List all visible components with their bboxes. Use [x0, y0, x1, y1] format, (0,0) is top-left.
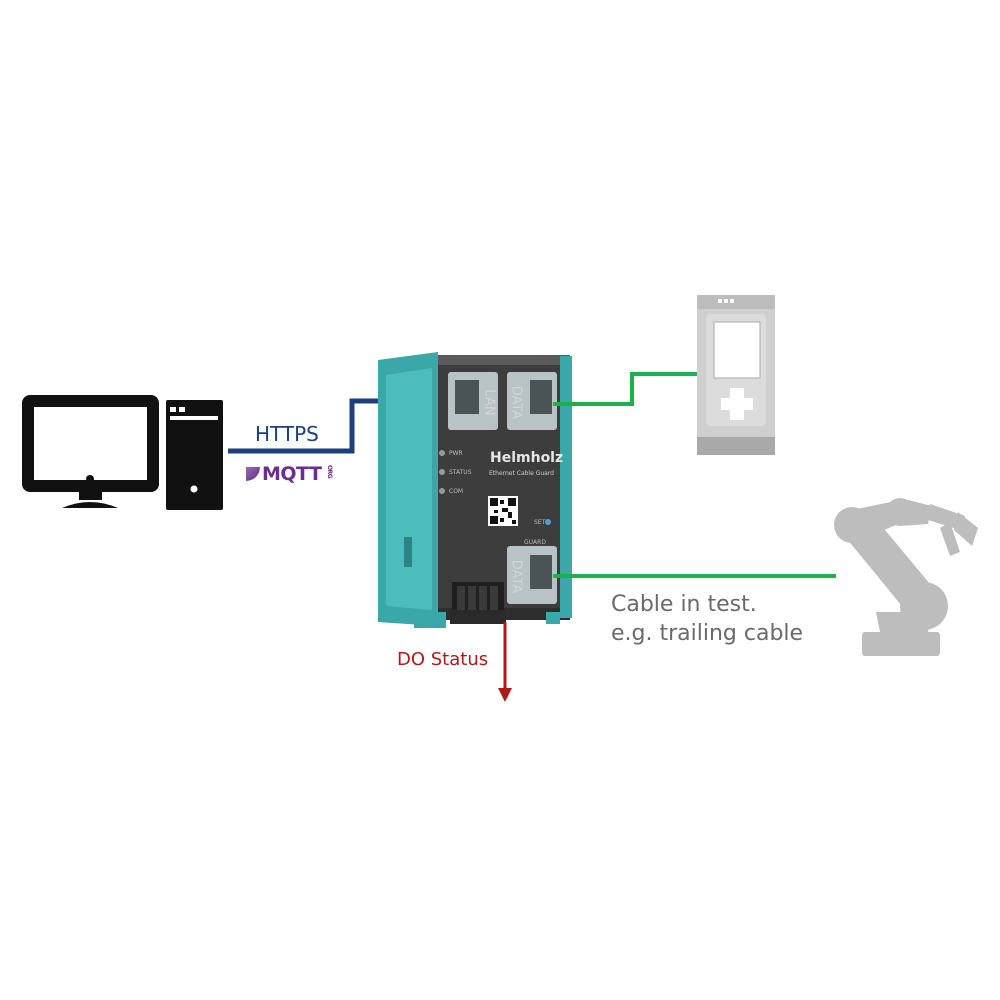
do-status-arrowhead	[498, 688, 512, 702]
data-connection-line-plc	[553, 372, 697, 406]
mqtt-logo: MQTT ORG	[246, 463, 333, 485]
port-label-data-top: DATA	[508, 385, 524, 420]
device-subtitle: Ethernet Cable Guard	[489, 470, 554, 477]
plc-icon	[697, 295, 775, 455]
qr-code-icon	[488, 496, 518, 526]
robot-arm-icon	[834, 498, 978, 656]
device-brand: Helmholz	[490, 450, 564, 466]
mqtt-text: MQTT	[262, 463, 322, 485]
led-label-pwr: PWR	[449, 450, 463, 457]
computer-icon	[22, 395, 223, 510]
cable-label-line2: e.g. trailing cable	[611, 621, 804, 646]
cable-in-test-label: Cable in test. e.g. trailing cable	[611, 590, 803, 648]
do-status-label: DO Status	[397, 649, 489, 670]
https-label: HTTPS	[255, 422, 319, 446]
cable-label-line1: Cable in test.	[611, 592, 757, 617]
led-label-com: COM	[449, 488, 464, 495]
port-label-data-bottom: DATA	[508, 559, 524, 594]
mqtt-org-text: ORG	[326, 465, 333, 479]
led-label-status: STATUS	[449, 469, 472, 476]
cable-guard-device	[378, 352, 572, 628]
set-label: SET	[534, 519, 546, 526]
guard-label: GUARD	[524, 539, 546, 546]
port-label-lan: LAN	[481, 389, 497, 416]
mqtt-signal-icon	[246, 467, 260, 481]
